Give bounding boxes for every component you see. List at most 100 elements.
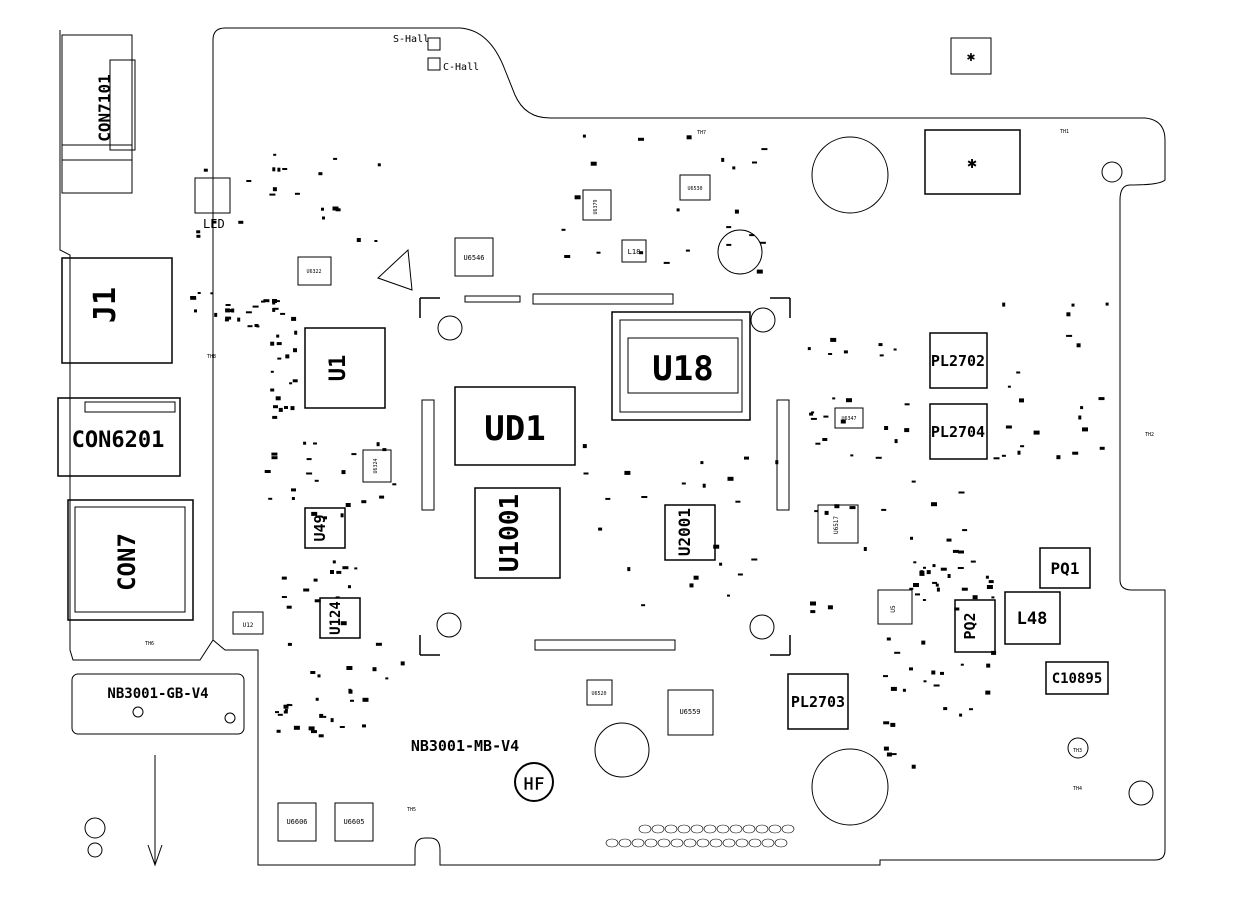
- u6606-chip: U6606: [277, 802, 317, 842]
- smd-part: [890, 722, 896, 727]
- test-pad: [696, 838, 710, 848]
- smd-part: [913, 583, 919, 587]
- smd-part: [1016, 371, 1021, 374]
- smd-part: [834, 504, 840, 509]
- smd-part: [582, 444, 587, 449]
- smd-part: [210, 292, 214, 295]
- smd-part: [561, 228, 566, 231]
- u18-label: U18: [652, 349, 713, 389]
- pl2704-inductor: PL2704: [929, 403, 988, 460]
- u6347-label: U6347: [841, 416, 856, 422]
- svg-text:HF: HF: [523, 774, 545, 795]
- smd-part: [271, 452, 278, 456]
- smd-part: [843, 350, 848, 354]
- smd-part: [272, 415, 278, 419]
- smd-part: [313, 578, 318, 582]
- smd-part: [638, 137, 644, 141]
- smd-part: [254, 324, 259, 327]
- test-pad: [716, 824, 730, 834]
- board-name-label: NB3001-MB-V4: [411, 737, 519, 755]
- smd-part: [290, 406, 295, 411]
- test-pad: [677, 824, 691, 834]
- smd-part: [590, 161, 597, 166]
- test-pad: [683, 838, 697, 848]
- smd-part: [823, 415, 829, 418]
- smd-part: [1017, 450, 1021, 455]
- smd-part: [270, 388, 275, 392]
- smd-part: [285, 354, 290, 359]
- smd-part: [904, 403, 910, 406]
- test-pad: [657, 838, 671, 848]
- smd-part: [272, 167, 276, 172]
- smd-part: [376, 442, 380, 447]
- pl2704-label: PL2704: [931, 423, 985, 441]
- smd-part: [276, 729, 281, 733]
- smd-part: [931, 502, 937, 507]
- smd-part: [985, 575, 989, 579]
- smd-part: [933, 684, 940, 687]
- smd-part: [681, 482, 686, 485]
- smd-part: [374, 240, 378, 242]
- smd-part: [961, 587, 968, 591]
- smd-part: [292, 379, 298, 383]
- u1-label: U1: [326, 355, 351, 382]
- smd-part: [203, 168, 208, 172]
- smd-part: [849, 506, 856, 510]
- u12-label: U12: [243, 622, 254, 629]
- smd-part: [272, 302, 276, 305]
- down-arrow-icon: [147, 755, 163, 867]
- smd-part: [346, 666, 353, 670]
- smd-part: [311, 511, 318, 516]
- smd-part: [596, 251, 601, 254]
- smd-part: [283, 704, 289, 709]
- smd-part: [1002, 302, 1006, 307]
- u6605-chip: U6605: [334, 802, 374, 842]
- smd-part: [749, 234, 755, 237]
- smd-part: [294, 330, 298, 335]
- th2-label: TH2: [1145, 432, 1154, 438]
- smd-part: [641, 496, 648, 498]
- smd-parts: [190, 134, 1109, 769]
- u6347-chip: U6347: [834, 407, 864, 429]
- smd-part: [194, 309, 197, 313]
- svg-text:✱: ✱: [967, 153, 977, 172]
- smd-part: [342, 566, 349, 570]
- th5-label: TH5: [407, 807, 416, 813]
- smd-part: [238, 220, 244, 224]
- smd-part: [247, 325, 253, 328]
- u18-chip: U18: [611, 311, 751, 421]
- smd-part: [850, 454, 854, 457]
- smd-part: [273, 153, 277, 156]
- u6559-chip: U6559: [667, 689, 714, 736]
- smd-part: [348, 689, 353, 694]
- smd-part: [1078, 415, 1082, 420]
- smd-part: [991, 650, 997, 655]
- smd-part: [351, 453, 357, 456]
- smd-part: [196, 234, 201, 238]
- smd-part: [385, 677, 389, 680]
- u6606-label: U6606: [286, 818, 307, 826]
- smd-part: [663, 261, 670, 264]
- smd-part: [915, 593, 920, 596]
- smd-part: [879, 354, 884, 357]
- test-pad: [670, 838, 684, 848]
- smd-part: [1105, 302, 1109, 306]
- smd-part: [268, 497, 273, 500]
- smd-part: [1099, 446, 1105, 450]
- left-edge-outline: [59, 30, 214, 661]
- smd-part: [1005, 425, 1012, 429]
- smd-part: [293, 725, 300, 730]
- u6379-label: U6379: [593, 199, 599, 214]
- test-pad: [755, 824, 769, 834]
- smd-part: [761, 148, 768, 151]
- smd-part: [564, 255, 571, 258]
- u1-chip: U1: [304, 327, 386, 409]
- smd-part: [317, 674, 321, 678]
- smd-part: [190, 296, 197, 298]
- smd-part: [737, 573, 743, 576]
- smd-part: [689, 583, 694, 588]
- pq1-mosfet: PQ1: [1039, 547, 1091, 589]
- smd-part: [293, 348, 297, 353]
- smd-part: [379, 495, 385, 499]
- smd-part: [969, 708, 973, 711]
